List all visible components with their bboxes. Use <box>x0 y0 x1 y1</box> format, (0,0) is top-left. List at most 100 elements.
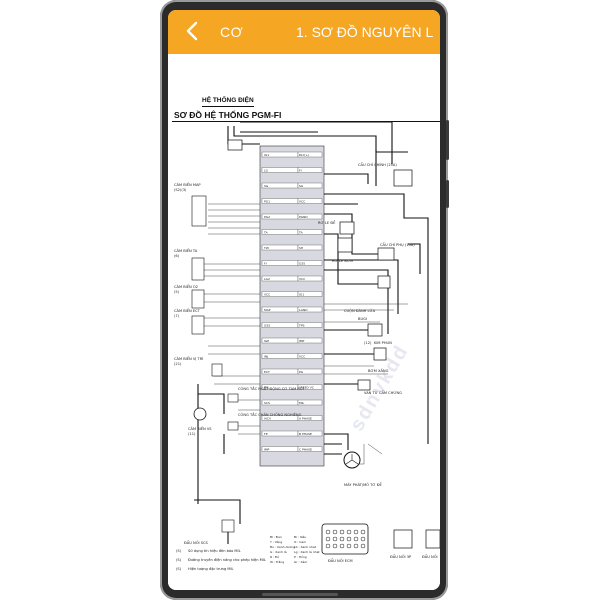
ecm-pin-label: O2S <box>264 324 270 328</box>
ecm-signal-label: SG <box>299 184 304 188</box>
connector-pin <box>353 543 359 549</box>
wire-color-code: Bu : Xanh dương <box>270 545 295 549</box>
right-component-label: CẦU CHÌ PHỤ (10A) <box>380 242 415 247</box>
connector-pin <box>325 536 331 542</box>
ecm-pin-label: TA <box>263 231 269 235</box>
connector-pin <box>360 536 366 542</box>
wire-color-code: O : Cam <box>294 540 306 544</box>
wire-color-code: Bl : Đen <box>270 535 282 539</box>
right-components <box>227 139 413 469</box>
right-component-label: CUỘN ĐÁNH LỬA <box>344 308 376 313</box>
harness-lines <box>204 203 408 465</box>
ecm-pin-cell <box>297 368 323 375</box>
left-component-label: CÔNG TẮC NGẮT ĐỘNG CƠ TAM RƠI <box>238 386 304 391</box>
ecm-pin-cell <box>297 415 323 421</box>
connector-pin <box>353 536 359 542</box>
ecm-pin-cell <box>297 229 323 235</box>
left-component-code: (11) <box>188 432 196 436</box>
ecm-pin-label: INJ <box>264 355 268 359</box>
ecm-pin-cell <box>297 446 323 452</box>
ecm-pin-cell <box>297 430 323 437</box>
left-component-label: CẢM BIẾN MAP <box>174 181 201 187</box>
connector-pin <box>360 529 366 535</box>
legend-code: (S) <box>176 549 182 553</box>
ecm-pin-cell <box>297 260 323 266</box>
app-bar: CƠ 1. SƠ ĐỒ NGUYÊN L <box>168 10 440 54</box>
connector-pin <box>332 529 338 535</box>
ecm-pin-label: VCC <box>264 293 270 297</box>
left-sensors <box>191 195 239 533</box>
ecm-pin-label: IG1 <box>264 153 269 157</box>
wire-color-code: Br : Nâu <box>294 535 306 539</box>
right-component-label: RƠ LE BƠM <box>332 259 353 263</box>
wire-color-code: P : Hồng <box>294 555 307 559</box>
ecm-pin-cell <box>297 244 323 251</box>
power-button <box>446 180 449 208</box>
connector-pin <box>346 543 352 549</box>
connector-pin <box>339 543 345 549</box>
ecm-pin-cell <box>261 260 299 266</box>
ecm-signal-label: FI <box>299 169 302 173</box>
connector-labels: ĐẦU NỐI ECM ĐẦU NỐI 3P ĐẦU NỐI <box>328 554 438 563</box>
left-component-label: ĐẦU NỐI SCS <box>184 540 209 545</box>
right-component-labels: CẦU CHÌ CHÍNH (25A) RƠ LE ĐỀ RƠ LE BƠM CẦU … <box>318 162 415 487</box>
connector-pin <box>339 536 345 542</box>
ecm-pin-cell <box>297 337 323 344</box>
ecm-signal-label: PG <box>299 370 304 374</box>
ecm-pin-label: FI <box>264 262 267 266</box>
left-component-code: (21) <box>174 362 182 366</box>
diagram-legend: (S)Sử dụng tín hiệu đèn báo MIL(S)Đường … <box>176 549 266 571</box>
left-component-label: CẢM BIẾN O2 <box>174 283 198 289</box>
left-component-label: CẢM BIẾN VS <box>188 425 212 431</box>
section-underline <box>202 106 254 107</box>
ecm-signal-label: IG1 <box>299 293 304 297</box>
ecm-pin-label: LG2 <box>264 277 270 281</box>
connector-pin <box>353 529 359 535</box>
back-button[interactable] <box>180 18 206 44</box>
ecm-pin-cell <box>297 353 323 359</box>
ecm-pin-label: MAP <box>264 308 271 312</box>
ecm-pin-cell <box>297 306 323 313</box>
ecm-pin-label: IMP <box>264 448 269 452</box>
left-component-code: (6) <box>174 254 180 258</box>
ecm-signal-label: PGND <box>299 215 308 219</box>
wire-color-code: Lb : Xanh nhạt <box>294 545 317 549</box>
connector-pin <box>332 543 338 549</box>
ecm-signal-label: DLY(+) <box>299 153 309 157</box>
ecm-signal-label: VCC <box>299 355 305 359</box>
ecm-pin-label: IACV <box>264 417 272 421</box>
ecm-pin-label: PG2 <box>264 215 270 219</box>
legend-text: Sử dụng tín hiệu đèn báo MIL <box>188 549 241 553</box>
wire-color-code: Gr : Xám <box>294 560 307 564</box>
left-component-label: CÔNG TẮC CHÂN CHỐNG NGHIÊNG <box>238 412 302 417</box>
volume-button <box>446 120 449 160</box>
connector-pin <box>360 543 366 549</box>
ecm-signal-label: VCC <box>299 200 305 204</box>
wire-color-code: G : Xanh lá <box>270 550 287 554</box>
ecm-signal-label: SH <box>299 246 303 250</box>
connector-label: ĐẦU NỐI 3P <box>390 554 412 559</box>
connector-label: ĐẦU NỐI ECM <box>328 558 353 563</box>
connector-pin <box>346 529 352 535</box>
right-component-label: CẦU CHÌ CHÍNH (25A) <box>358 162 397 167</box>
connector-label: ĐẦU NỐI <box>422 554 438 559</box>
breadcrumb[interactable]: CƠ <box>220 24 244 40</box>
ecm-signal-label: SPEED VC <box>299 386 314 390</box>
ecm-pin-cell <box>297 399 323 406</box>
right-component-label: RƠ LE ĐỀ <box>318 220 336 225</box>
ecm-pin-cell <box>297 322 323 328</box>
ecm-signal-label: IMP <box>299 339 304 343</box>
ecm-pin-cell <box>297 182 323 189</box>
chevron-left-icon <box>186 21 198 41</box>
right-component-label: BƠM XĂNG <box>368 368 389 373</box>
ecm-pin-label: ECT <box>264 370 270 374</box>
right-component-label: VAN TỪ CẦM CHỪNG <box>364 390 402 395</box>
legend-text: Đường truyền điện năng cho phép hiện MIL <box>188 558 266 562</box>
ecm-signal-label: LGND <box>299 308 308 312</box>
ecm-signal-label: O2S <box>299 262 305 266</box>
left-component-labels: CẢM BIẾN MAP(S2)(3)CẢM BIẾN TA(6)CẢM BIẾ… <box>174 181 304 545</box>
ecm-pin-cell <box>297 167 323 173</box>
